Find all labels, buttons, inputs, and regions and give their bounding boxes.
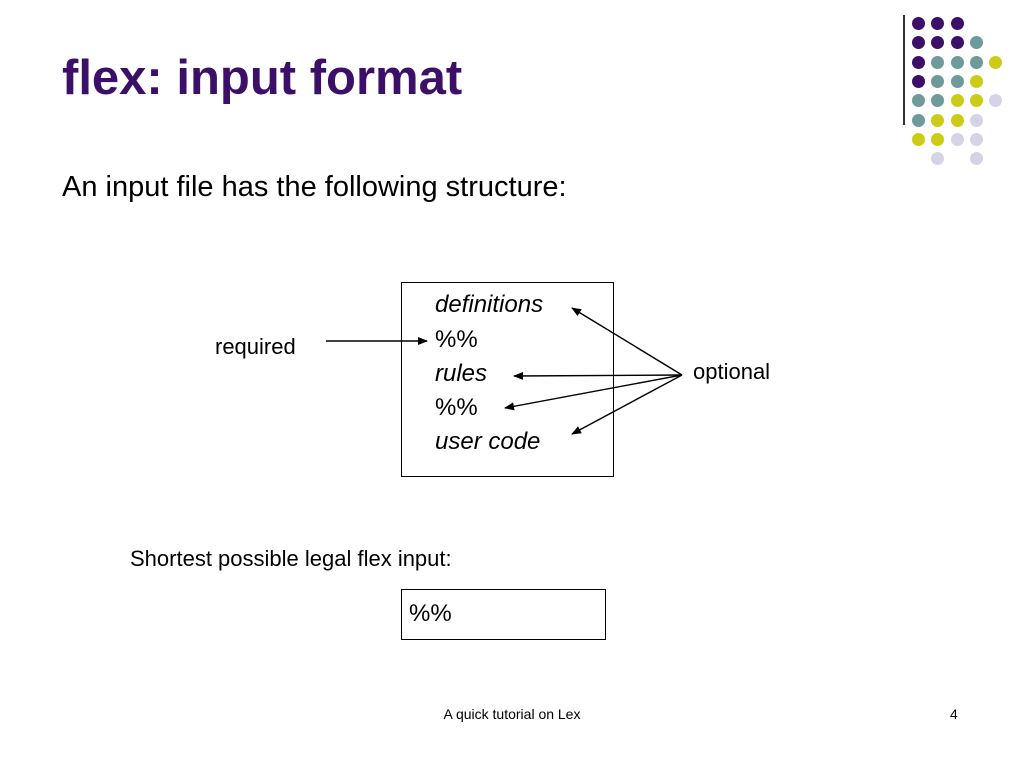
decorative-dot (912, 55, 925, 69)
rules-section-label: rules (435, 360, 488, 387)
decorative-dot (989, 55, 1003, 69)
shortest-input-box (401, 589, 606, 640)
decorative-dot (912, 94, 925, 108)
definitions-section-label: definitions (435, 291, 544, 318)
decorative-dot (969, 132, 983, 146)
decorative-dot (912, 36, 925, 50)
decorative-dot (912, 132, 925, 146)
decorative-dot (950, 17, 964, 30)
shortest-input-text: %% (409, 600, 452, 627)
decorative-dot (950, 94, 964, 108)
footer-text: A quick tutorial on Lex (443, 706, 581, 722)
decorative-dot (989, 94, 1003, 108)
optional-label: optional (693, 359, 771, 384)
required-label: required (215, 334, 296, 359)
slide-title: flex: input format (62, 51, 463, 105)
decorative-dot (931, 113, 945, 127)
decorative-dot (931, 55, 945, 69)
decorative-dot (912, 74, 925, 88)
decorative-dot (969, 74, 983, 88)
decorative-dot (931, 17, 945, 30)
decorative-dot (931, 74, 945, 88)
body-text: An input file has the following structur… (62, 171, 567, 203)
decorative-dot (931, 36, 945, 50)
decorative-dot (969, 36, 983, 50)
decorative-dot (912, 113, 925, 127)
decorative-dot (931, 132, 945, 146)
page-number: 4 (950, 706, 958, 722)
decorative-dot (950, 132, 964, 146)
decorative-dot (969, 55, 983, 69)
shortest-input-label: Shortest possible legal flex input: (130, 546, 452, 571)
decorative-dot (969, 94, 983, 108)
decorative-dot (931, 152, 945, 166)
separator-1: %% (435, 326, 478, 353)
decorative-dot (950, 113, 964, 127)
separator-2: %% (435, 394, 478, 421)
decorative-dot (931, 94, 945, 108)
decorative-dot (912, 17, 925, 30)
decorative-divider-line (903, 15, 905, 125)
decorative-dot (969, 113, 983, 127)
decorative-dot (950, 55, 964, 69)
decorative-dot (950, 74, 964, 88)
decorative-dot (950, 36, 964, 50)
decorative-dot (969, 152, 983, 166)
user-code-section-label: user code (435, 428, 541, 455)
